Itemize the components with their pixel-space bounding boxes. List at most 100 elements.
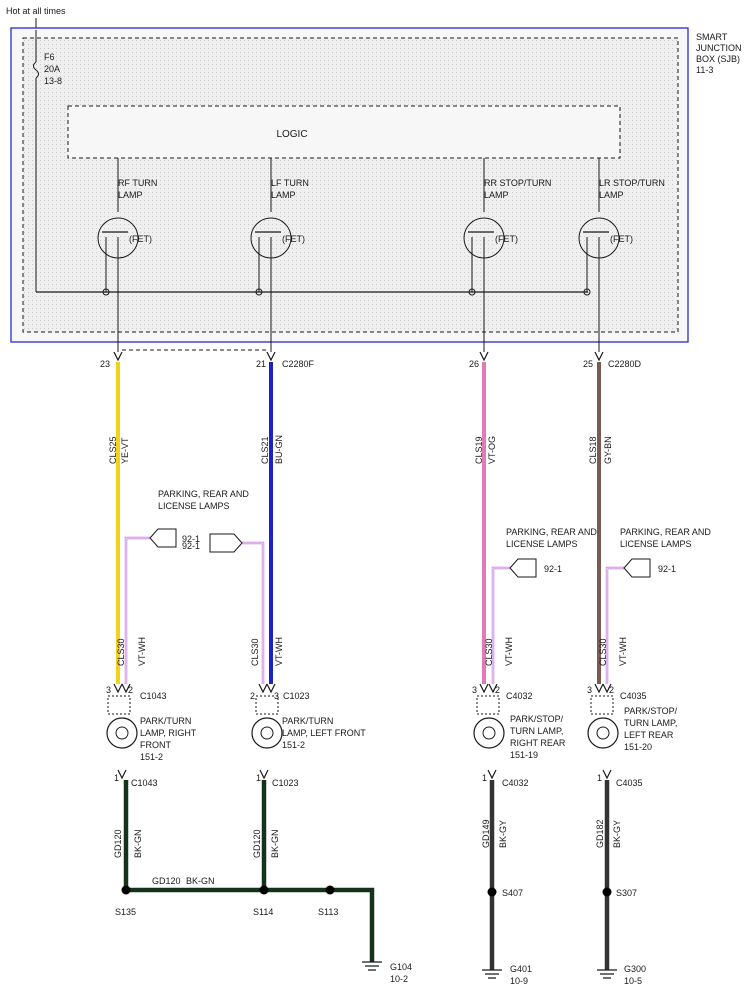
gnd-wire-2-color: BK-GY — [498, 820, 508, 848]
wire-3-color: GY-BN — [603, 436, 613, 464]
fet-2-label-line-1: RR STOP/TURN — [484, 178, 551, 188]
park-wire-1-circuit: CLS30 — [250, 638, 260, 666]
logic-block — [67, 105, 621, 159]
sjb-title-line-1: SMART — [696, 32, 728, 42]
lamp-2-pin-b: 2 — [495, 685, 500, 695]
pin-1-connector: C2280F — [282, 359, 315, 369]
wire-1-color: BU-GN — [274, 435, 284, 464]
ground-g104-ref: 10-2 — [390, 974, 408, 984]
lamp-0-name-line-4: 151-2 — [140, 752, 163, 762]
lamp-3-gnd-arrow-icon — [602, 769, 612, 780]
pin-3-number: 25 — [583, 359, 593, 369]
fet-2-label-line-2: LAMP — [484, 190, 509, 200]
lamp-1-name-line-1: PARK/TURN — [282, 716, 333, 726]
lamp-0-gnd-pin: 1 — [114, 773, 119, 783]
fet-0-bus-node — [102, 288, 110, 296]
gnd-wire-1-color: BK-GN — [270, 829, 280, 858]
lamp-1-gnd-arrow-icon — [259, 769, 269, 780]
lamp-3-pin-a: 3 — [587, 685, 592, 695]
gnd-wire-3-color: BK-GY — [612, 820, 622, 848]
page-ref-0: 92-1 — [182, 534, 200, 544]
circuit-column-0: 23 CLS25 YE-VT 92-1 PARKING, REAR AND LI… — [100, 351, 249, 890]
lamp-3-name-line-3: LEFT REAR — [624, 730, 674, 740]
park-label-3-line-1: PARKING, REAR AND — [620, 527, 711, 537]
pin-1-number: 21 — [256, 359, 266, 369]
lamp-2-filament-icon — [482, 726, 496, 740]
fet-1-type: (FET) — [282, 234, 305, 244]
pin-3-connector: C2280D — [608, 359, 642, 369]
lamp-3-gnd-pin: 1 — [597, 773, 602, 783]
gnd-wire-0-color: BK-GN — [133, 829, 143, 858]
ground-g104-name: G104 — [390, 962, 412, 972]
lamp-2-pin-a: 3 — [472, 685, 477, 695]
fet-1-label-line-2: LAMP — [271, 190, 296, 200]
splice-s407-icon — [487, 887, 497, 897]
lamp-2-name-line-4: 151-19 — [510, 750, 538, 760]
lamp-3-bulb-icon — [587, 717, 619, 749]
sjb-title-line-4: 11-3 — [696, 65, 713, 75]
lamp-1-gnd-pin: 1 — [256, 773, 261, 783]
fet-1-bus-node — [255, 288, 263, 296]
park-wire-0-color: VT-WH — [137, 637, 147, 666]
lamp-3-name-line-2: TURN LAMP, — [624, 718, 677, 728]
lamp-2-name-line-1: PARK/STOP/ — [510, 714, 564, 724]
gnd-wire-1-circuit: GD120 — [252, 829, 262, 858]
ground-g401-icon — [482, 969, 502, 979]
fet-3-label-line-2: LAMP — [599, 190, 624, 200]
page-ref-1-icon — [209, 533, 243, 553]
lamp-1-pin-b-arrow-icon — [266, 683, 276, 694]
park-label-3-line-2: LICENSE LAMPS — [620, 539, 692, 549]
park-label-0-line-2: LICENSE LAMPS — [158, 501, 230, 511]
lamp-3-connector-box — [590, 695, 614, 715]
fuse-line-3: 13-8 — [44, 76, 62, 86]
lamp-2-connector: C4032 — [506, 691, 533, 701]
sjb-title-line-3: BOX (SJB) — [696, 54, 740, 64]
lamp-2-connector-box — [476, 695, 500, 715]
fet-1-label-line-1: LF TURN — [271, 178, 309, 188]
fuse-icon — [33, 61, 39, 79]
fet-0-label-line-2: LAMP — [118, 190, 143, 200]
lamp-0-pin-a: 3 — [106, 685, 111, 695]
ground-g401-name: G401 — [510, 964, 532, 974]
pin-3-arrow-icon — [594, 351, 604, 362]
lamp-0-connector-box — [107, 695, 131, 715]
lamp-0-filament-icon — [115, 726, 129, 740]
circuit-column-2: 26 CLS19 VT-OG 92-1 PARKING, REAR AND LI… — [469, 351, 597, 986]
lamp-0-pin-b: 2 — [128, 685, 133, 695]
lamp-0-name-line-3: FRONT — [140, 740, 171, 750]
wire-1-circuit: CLS21 — [260, 436, 270, 464]
lamp-0-name-line-2: LAMP, RIGHT — [140, 728, 197, 738]
ground-g401-ref: 10-9 — [510, 976, 528, 986]
lamp-1-name-line-3: 151-2 — [282, 740, 305, 750]
lamp-2-name-line-3: RIGHT REAR — [510, 738, 566, 748]
fet-3-type: (FET) — [610, 234, 633, 244]
lamp-0-bulb-icon — [106, 717, 138, 749]
fet-2-type: (FET) — [495, 234, 518, 244]
lamp-1-name-line-2: LAMP, LEFT FRONT — [282, 728, 366, 738]
lamp-3-pin-b: 2 — [609, 685, 614, 695]
fet-0-label-line-1: RF TURN — [118, 178, 157, 188]
lamp-1-bulb-icon — [251, 717, 283, 749]
lamp-3-filament-icon — [596, 726, 610, 740]
pin-0-number: 23 — [100, 359, 110, 369]
park-label-0-line-1: PARKING, REAR AND — [158, 489, 249, 499]
lamp-2-name-line-2: TURN LAMP, — [510, 726, 563, 736]
logic-label: LOGIC — [276, 129, 307, 140]
circuit-column-1: 21 C2280F CLS21 BU-GN 92-1 CLS30 VT-WH 2… — [182, 351, 366, 890]
wire-1-park-feed-stripe — [242, 542, 264, 684]
pin-2-number: 26 — [469, 359, 479, 369]
splice-s113-icon — [325, 885, 335, 895]
lamp-0-pin-a-arrow-icon — [113, 683, 123, 694]
lamp-0-connector: C1043 — [140, 691, 167, 701]
splice-s135-icon — [121, 885, 131, 895]
lamp-3-pin-a-arrow-icon — [594, 683, 604, 694]
lamp-3-name-line-1: PARK/STOP/ — [624, 706, 678, 716]
lamp-1-filament-icon — [260, 726, 274, 740]
park-wire-0-circuit: CLS30 — [116, 638, 126, 666]
splice-s307: S307 — [616, 888, 637, 898]
lamp-1-connector: C1023 — [283, 691, 310, 701]
ground-bus-color: BK-GN — [186, 876, 215, 886]
page-ref-1: 92-1 — [182, 541, 200, 551]
ground-g300-icon — [597, 969, 617, 979]
